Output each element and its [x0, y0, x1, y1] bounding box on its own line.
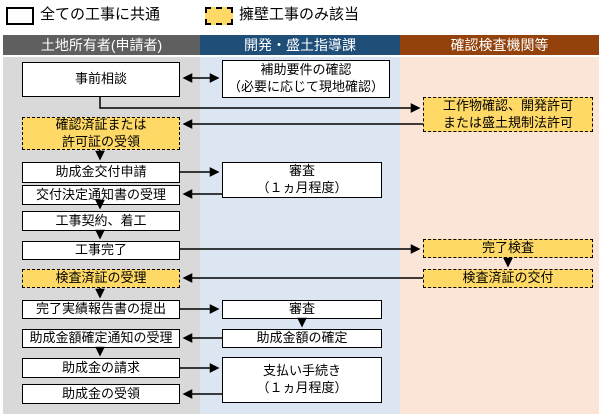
node-examination-one-month: 審査 （１ヵ月程度） — [222, 162, 382, 198]
node-grant-amount-determination: 助成金額の確定 — [222, 329, 382, 348]
node-subsidy-requirements-check: 補助要件の確認 （必要に応じて現地確認） — [222, 60, 390, 98]
lane-header-guidance: 開発・盛土指導課 — [200, 35, 400, 55]
lane-header-inspection: 確認検査機関等 — [400, 35, 599, 55]
node-grant-decision-notice-receipt: 交付決定通知書の受理 — [22, 185, 180, 205]
legend-retaining-wall-label: 擁壁工事のみ該当 — [239, 6, 360, 23]
node-prior-consultation: 事前相談 — [22, 62, 180, 97]
node-amount-determination-notice-receipt: 助成金額確定通知の受理 — [22, 329, 180, 348]
lane-header-owner: 土地所有者(申請者) — [3, 35, 200, 55]
node-inspection-certificate-receipt: 検査済証の受理 — [22, 269, 180, 288]
node-completion-inspection: 完了検査 — [423, 239, 593, 258]
legend-common-swatch — [6, 7, 34, 25]
legend-common-label: 全ての工事に共通 — [40, 6, 161, 23]
legend-retaining-wall-swatch — [205, 7, 233, 25]
node-construction-contract-start: 工事契約、着工 — [22, 211, 180, 231]
node-grant-receipt: 助成金の受領 — [22, 384, 180, 404]
node-certificate-or-permit-receipt: 確認済証または 許可証の受領 — [22, 117, 180, 150]
node-structure-confirmation-permit: 工作物確認、開発許可 または盛土規制法許可 — [423, 97, 593, 132]
node-inspection-certificate-issue: 検査済証の交付 — [423, 269, 593, 288]
node-completion-report-submission: 完了実績報告書の提出 — [22, 300, 180, 319]
lane-bg-guidance — [200, 57, 400, 414]
node-construction-completed: 工事完了 — [22, 241, 180, 260]
node-payment-procedure: 支払い手続き （１ヵ月程度） — [222, 357, 382, 403]
node-grant-application: 助成金交付申請 — [22, 162, 180, 183]
node-examination: 審査 — [222, 300, 382, 319]
node-grant-claim: 助成金の請求 — [22, 358, 180, 378]
